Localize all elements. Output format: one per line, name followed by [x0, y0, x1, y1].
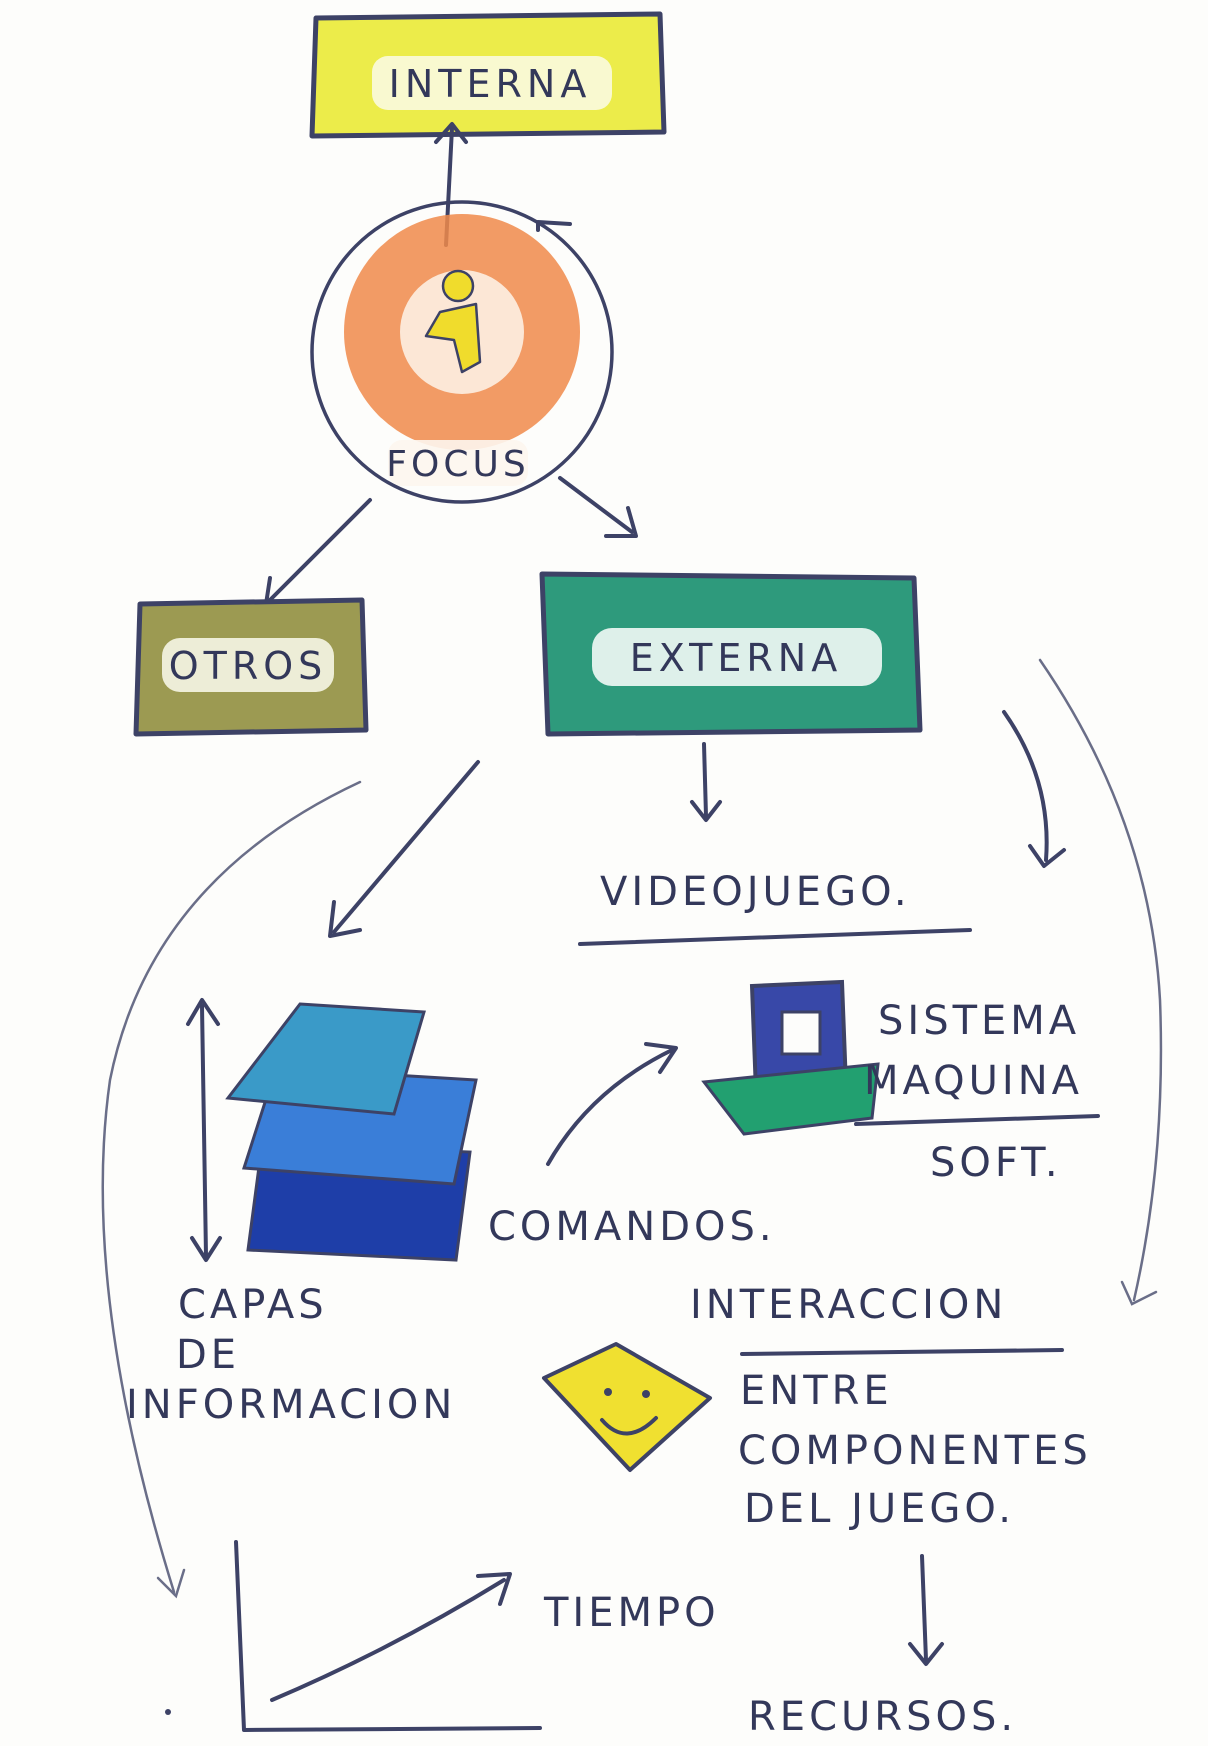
- tiempo-node[interactable]: TIEMPO: [543, 1590, 720, 1636]
- interaccion-node[interactable]: INTERACCION: [690, 1282, 1064, 1356]
- arrow-externa-to-videojuego: [690, 742, 722, 822]
- arrow-layers-vertical: [186, 998, 222, 1262]
- otros-label: OTROS: [169, 644, 328, 688]
- computer-icon: [701, 979, 880, 1136]
- interaccion-label: INTERACCION: [690, 1282, 1007, 1328]
- person-figure-icon: [424, 269, 482, 374]
- entre-node[interactable]: ENTRE COMPONENTES DEL JUEGO.: [738, 1368, 1092, 1532]
- arrow-externa-to-interaccion: [1038, 658, 1163, 1306]
- externa-label: EXTERNA: [630, 636, 842, 680]
- capas-label-line3: INFORMACION: [126, 1382, 456, 1428]
- arrow-to-recursos: [908, 1554, 944, 1666]
- comandos-label: COMANDOS.: [488, 1204, 776, 1250]
- arrow-focus-to-otros: [264, 498, 372, 606]
- ink-dot: [165, 1709, 171, 1715]
- capas-node[interactable]: CAPAS DE INFORMACION: [126, 1282, 456, 1428]
- smiley-face-icon: [542, 1342, 712, 1472]
- sistema-node[interactable]: SISTEMA MAQUINA SOFT.: [854, 998, 1100, 1186]
- comandos-node[interactable]: COMANDOS.: [488, 1204, 776, 1250]
- entre-label-line2: COMPONENTES: [738, 1428, 1092, 1474]
- tiempo-label: TIEMPO: [543, 1590, 720, 1636]
- information-layers-icon: [225, 1002, 478, 1262]
- arrow-focus-to-externa: [558, 476, 638, 538]
- otros-node[interactable]: OTROS: [133, 597, 369, 737]
- arrow-externa-to-capas: [328, 760, 480, 938]
- maquina-label: MAQUINA: [864, 1058, 1083, 1104]
- videojuego-node[interactable]: VIDEOJUEGO.: [578, 869, 972, 946]
- arrow-comandos-to-sistema: [546, 1042, 678, 1166]
- entre-label-line3: DEL JUEGO.: [744, 1486, 1015, 1532]
- focus-label: FOCUS: [386, 444, 529, 485]
- sistema-label: SISTEMA: [878, 998, 1080, 1044]
- recursos-label: RECURSOS.: [748, 1694, 1017, 1740]
- videojuego-label: VIDEOJUEGO.: [600, 869, 911, 915]
- soft-label: SOFT.: [930, 1140, 1062, 1186]
- capas-label-line2: DE: [176, 1332, 240, 1378]
- interna-node[interactable]: INTERNA: [309, 11, 667, 139]
- tiempo-axis: [234, 1540, 542, 1732]
- entre-label-line1: ENTRE: [740, 1368, 893, 1414]
- capas-label-line1: CAPAS: [178, 1282, 328, 1328]
- interna-label: INTERNA: [389, 62, 592, 106]
- arrow-externa-to-sistema: [1002, 710, 1066, 868]
- recursos-node[interactable]: RECURSOS.: [748, 1694, 1017, 1740]
- arrow-otros-to-tiempo: [101, 780, 362, 1599]
- focus-node[interactable]: FOCUS: [310, 200, 614, 504]
- externa-node[interactable]: EXTERNA: [539, 571, 923, 737]
